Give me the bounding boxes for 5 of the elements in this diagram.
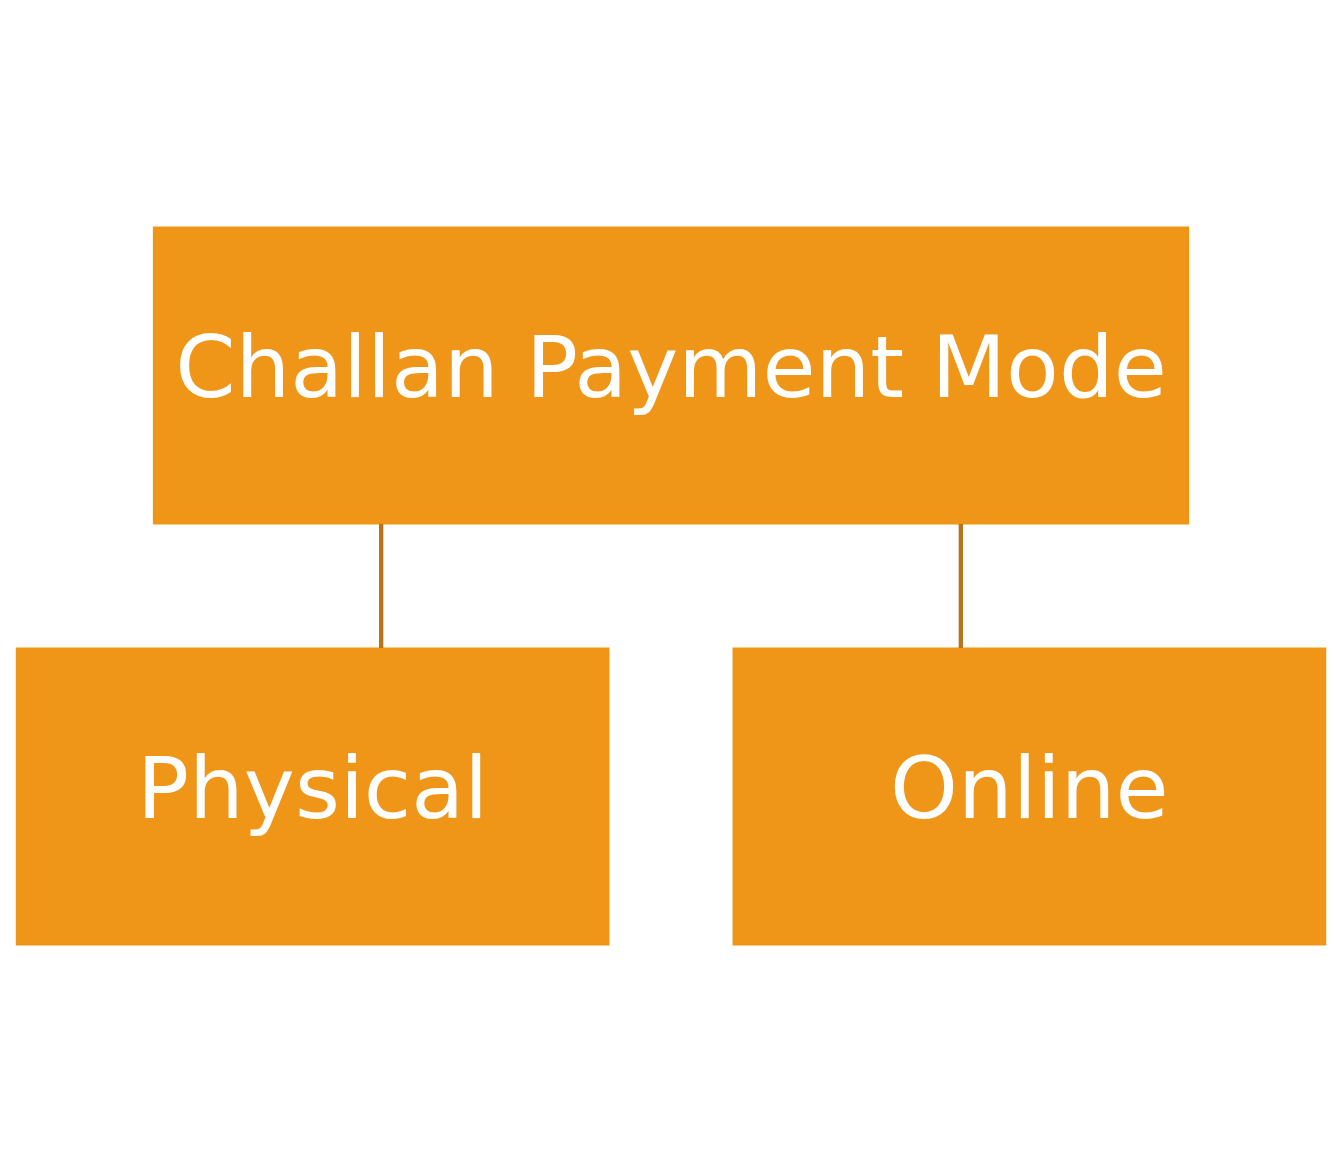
node-box: Challan Payment Mode: [152, 226, 1190, 524]
connector: [379, 523, 384, 648]
connector: [958, 523, 963, 648]
node-box: Physical: [15, 647, 610, 945]
node-box: Online: [732, 647, 1327, 945]
